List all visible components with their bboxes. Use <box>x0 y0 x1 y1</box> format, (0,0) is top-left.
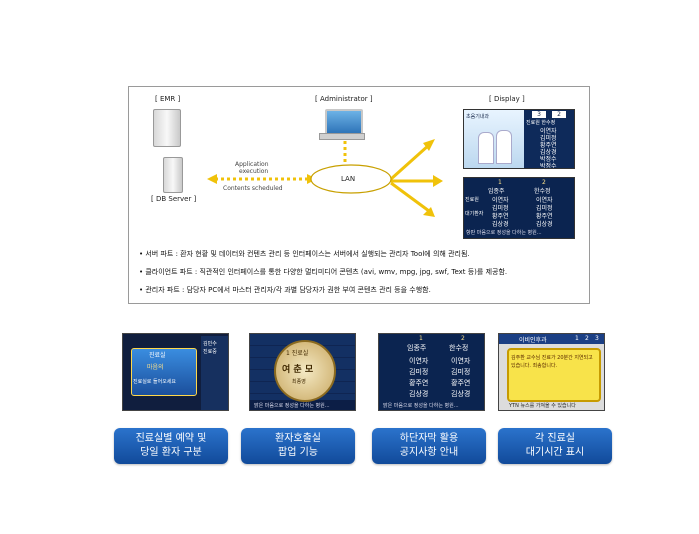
thumb3-ticker: 맑은 마음으로 정성을 다하는 병원... <box>383 403 459 409</box>
thumb4-header: 이비인후과 <box>519 337 547 344</box>
thumb3-num: 1 <box>419 335 423 342</box>
administrator-label: [ Administrator ] <box>315 95 373 103</box>
display-bottom-num-2: 2 <box>542 179 546 186</box>
caption-line: 환자호출실 <box>275 433 321 444</box>
caption-line: 진료실별 예약 및 <box>135 433 207 444</box>
caption-reservation: 진료실별 예약 및 당일 환자 구분 <box>114 428 228 464</box>
db-server-icon <box>163 157 183 193</box>
app-execution-label-1: Application <box>235 161 269 168</box>
thumb4-header-bar <box>499 334 604 344</box>
doctor-figure-icon <box>496 130 512 164</box>
thumb2-ticker: 맑은 마음으로 정성을 다하는 병원... <box>254 403 330 409</box>
display-top-name: 김미정 <box>540 135 557 142</box>
display-bottom-right-name: 이연자 <box>536 197 553 204</box>
thumb4-ticker: YTN 뉴스를 가져올 수 있습니다 <box>509 403 576 409</box>
contents-scheduled-label: Contents scheduled <box>223 185 283 192</box>
thumb4-message: 김주환 교수님 진료가 20분간 지연되고 있습니다. 죄송합니다. <box>511 355 593 369</box>
thumb3-right: 이연자 <box>451 357 471 365</box>
thumb3-left: 김미정 <box>409 368 429 376</box>
thumb1-right: 김민수 <box>203 341 217 347</box>
thumb1-right: 진료중 <box>203 349 217 355</box>
thumb4-num: 1 <box>575 335 579 342</box>
display-bottom-left-name: 황주연 <box>492 213 509 220</box>
display-bottom-row-label: 대기환자 <box>465 211 484 217</box>
display-top-name: 황주연 <box>540 142 557 149</box>
thumb-call-popup: 1 진료실 여 춘 모 최종영 맑은 마음으로 정성을 다하는 병원... <box>249 333 356 411</box>
thumb-wait-time: 이비인후과 1 2 3 김주환 교수님 진료가 20분간 지연되고 있습니다. … <box>498 333 605 411</box>
display-screen-top: 초음기내과 3 2 진료원 한수정 이연자 김미정 황주연 김상경 박정수 박정… <box>463 109 575 169</box>
display-top-name: 박정수 <box>540 156 557 163</box>
thumb4-num: 3 <box>595 335 599 342</box>
display-top-num-2: 2 <box>552 111 566 118</box>
thumb2-room: 1 진료실 <box>286 350 309 357</box>
display-bottom-left-name: 김상경 <box>492 221 509 228</box>
admin-keyboard-icon <box>319 133 365 140</box>
app-execution-label-2: execution <box>239 168 269 175</box>
caption-line: 각 진료실 <box>535 433 575 444</box>
caption-line: 팝업 기능 <box>278 447 318 458</box>
display-top-name: 김상경 <box>540 149 557 156</box>
thumb-ticker-notice: 1 2 임종주 한수정 이연자 김미정 황주연 김상경 이연자 김미정 황주연 … <box>378 333 485 411</box>
bullet-admin: • 관리자 파트 : 담당자 PC에서 마스터 관리자/각 과별 담당자가 권한… <box>139 286 431 294</box>
thumb3-num: 2 <box>461 335 465 342</box>
display-bottom-right-name: 황주연 <box>536 213 553 220</box>
lan-label: LAN <box>341 175 356 183</box>
display-top-photo <box>464 110 524 168</box>
thumb-reservation: 진료실 마음의 진료실로 들어오세요 김민수 진료중 <box>122 333 229 411</box>
display-bottom-ticker: 항판 마음으로 정성을 다하는 병원... <box>466 230 542 236</box>
display-top-room: 초음기내과 <box>466 114 490 120</box>
thumb1-line: 진료실로 들어오세요 <box>133 379 176 385</box>
display-label: [ Display ] <box>489 95 525 103</box>
thumb3-right: 황주연 <box>451 379 471 387</box>
caption-wait-time: 각 진료실 대기시간 표시 <box>498 428 612 464</box>
display-top-name: 박정수 <box>540 163 557 169</box>
caption-ticker: 하단자막 활용 공지사항 안내 <box>372 428 486 464</box>
display-top-name: 이연자 <box>540 128 557 135</box>
display-bottom-right-name: 김미정 <box>536 205 553 212</box>
emr-label: [ EMR ] <box>155 95 181 103</box>
thumb2-circle <box>274 340 336 402</box>
display-bottom-col2-name: 한수정 <box>534 188 551 195</box>
display-bottom-left-name: 김미정 <box>492 205 509 212</box>
thumb2-sub: 최종영 <box>292 379 306 385</box>
display-bottom-num-1: 1 <box>498 179 502 186</box>
thumb1-popup <box>131 348 197 396</box>
thumb3-left: 황주연 <box>409 379 429 387</box>
caption-line: 하단자막 활용 <box>399 433 459 444</box>
thumb3-right: 김미정 <box>451 368 471 376</box>
diagram-arrows <box>207 139 443 217</box>
thumb1-line: 진료실 <box>149 352 166 359</box>
display-bottom-row-label: 진료원 <box>465 197 479 203</box>
db-server-label: [ DB Server ] <box>151 195 197 203</box>
architecture-diagram: [ EMR ] [ DB Server ] [ Administrator ] … <box>128 86 590 304</box>
thumb3-head: 한수정 <box>449 344 469 352</box>
caption-call-popup: 환자호출실 팝업 기능 <box>241 428 355 464</box>
doctor-figure-icon <box>478 132 494 164</box>
display-top-names-header: 진료원 한수정 <box>526 120 556 126</box>
display-top-num-1: 3 <box>532 111 546 118</box>
display-bottom-right-name: 김상경 <box>536 221 553 228</box>
thumb3-left: 이연자 <box>409 357 429 365</box>
thumb1-side <box>201 336 228 410</box>
emr-server-icon <box>153 109 181 147</box>
thumb3-head: 임종주 <box>407 344 427 352</box>
caption-line: 공지사항 안내 <box>399 447 459 458</box>
thumb2-name: 여 춘 모 <box>282 365 314 375</box>
bullet-server: • 서버 파트 : 환자 현황 및 데이터와 컨텐츠 관리 등 인터페이스는 서… <box>139 250 470 258</box>
thumb1-line: 마음의 <box>147 364 164 371</box>
display-bottom-left-name: 이연자 <box>492 197 509 204</box>
caption-line: 대기시간 표시 <box>525 447 585 458</box>
thumb3-right: 김상경 <box>451 390 471 398</box>
caption-line: 당일 환자 구분 <box>140 447 202 458</box>
thumb4-message-box <box>507 348 601 402</box>
display-screen-bottom: 1 2 임종주 한수정 진료원 대기환자 이연자 김미정 황주연 김상경 이연자… <box>463 177 575 239</box>
bullet-client: • 클라이언트 파트 : 직관적인 인터페이스를 통한 다양한 멀티미디어 콘텐… <box>139 268 508 276</box>
thumb4-num: 2 <box>585 335 589 342</box>
display-bottom-col1-name: 임종주 <box>488 188 505 195</box>
thumb3-left: 김상경 <box>409 390 429 398</box>
